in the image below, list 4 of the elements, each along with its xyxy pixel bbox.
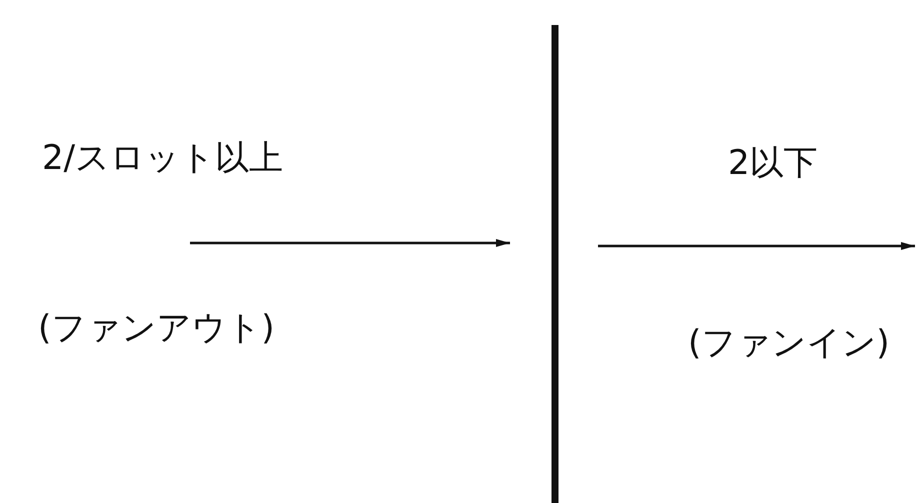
arrow-label: (ファンイン) <box>688 325 890 362</box>
arrow-label: 2/スロット以上 <box>42 140 284 178</box>
arrow-label: 2以下 <box>728 145 818 182</box>
arrow-label: (ファンアウト) <box>38 310 275 348</box>
